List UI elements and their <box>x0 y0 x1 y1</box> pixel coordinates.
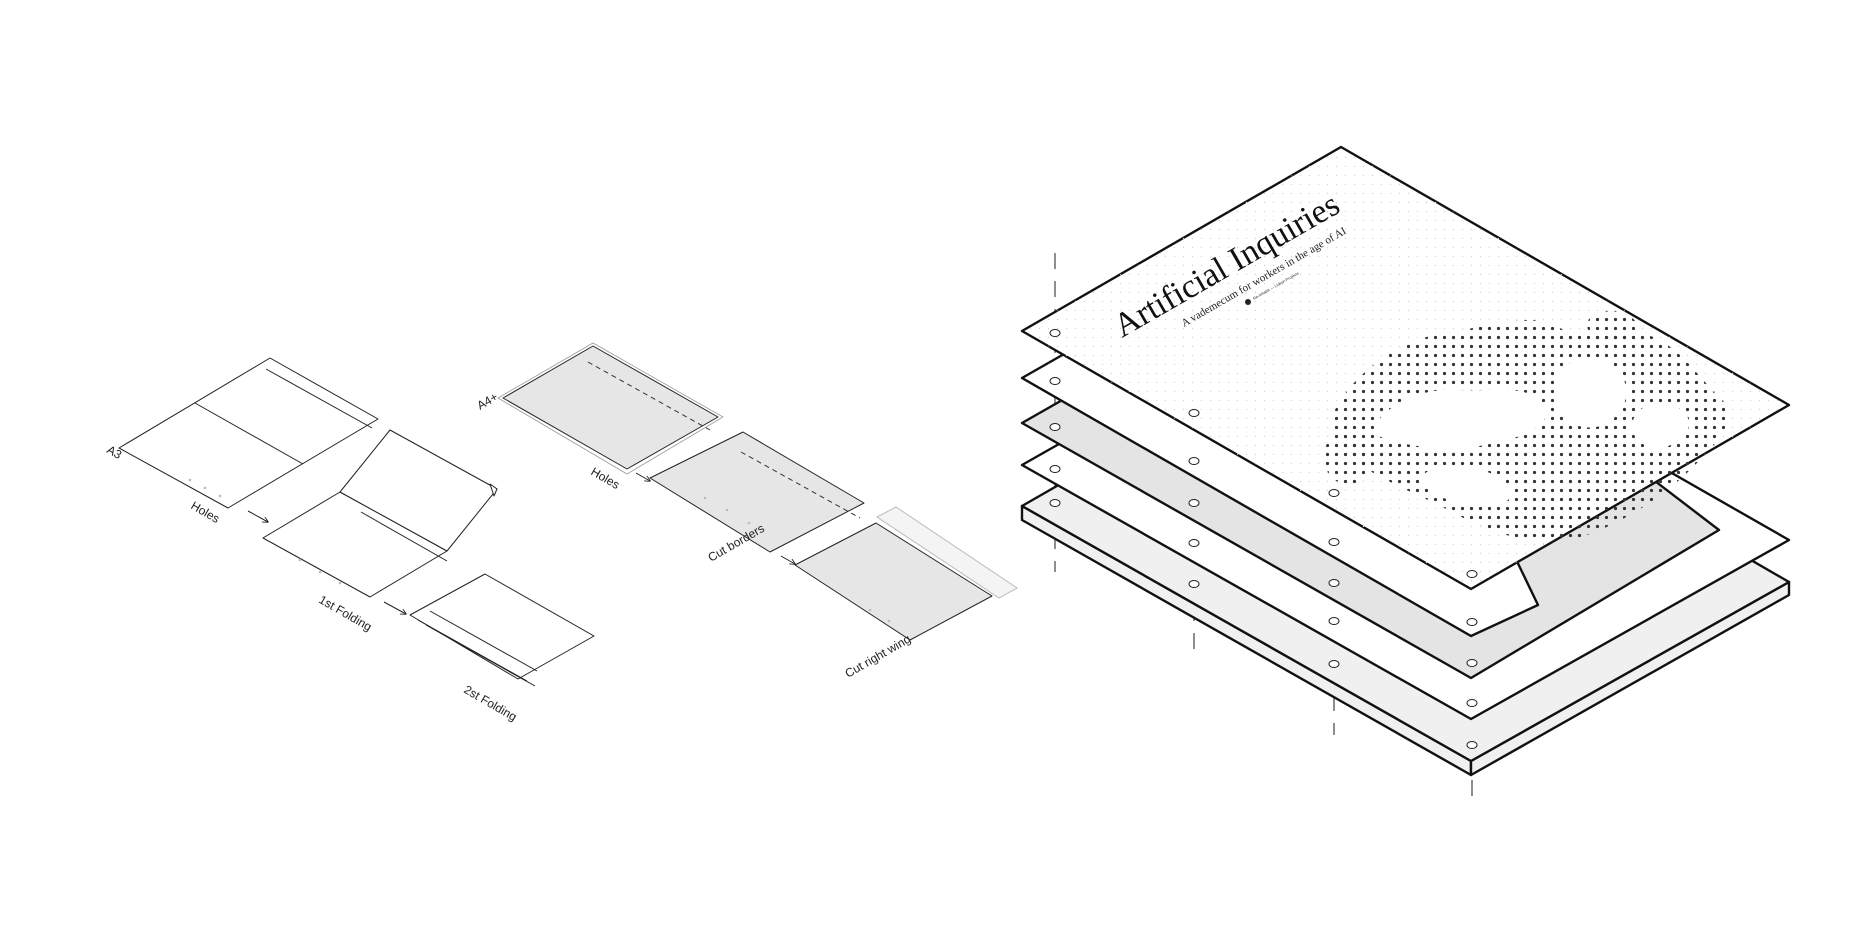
book-stack: Artificial Inquiries A vademecum for wor… <box>1020 145 1791 808</box>
a4-sheet <box>497 342 724 475</box>
a3-second-fold <box>409 573 595 687</box>
a3-arrow-2 <box>383 601 406 614</box>
a3-holes-label: Holes <box>189 498 223 525</box>
a4-cut-wing-label: Cut right wing <box>843 632 914 681</box>
a4-size-label: A4+ <box>475 390 501 413</box>
a4-arrow-2 <box>780 555 795 564</box>
cover-sheet: Artificial Inquiries A vademecum for wor… <box>1020 145 1791 591</box>
cover-halftone-cutouts <box>1374 358 1690 507</box>
a3-arrow-1 <box>247 510 268 522</box>
a4-arrow-1 <box>635 472 650 481</box>
a3-first-fold <box>262 429 498 598</box>
publisher-logo <box>1245 299 1251 305</box>
a4-cut-sheet <box>794 506 1018 641</box>
a3-size-label: A3 <box>105 442 125 462</box>
binding-holes <box>1049 329 1478 749</box>
a4-holes-sheet <box>649 431 865 553</box>
a3-sheet <box>118 357 379 509</box>
a3-sequence: A3 Holes 1st Folding 2st Folding <box>105 357 595 724</box>
a3-second-fold-label: 2st Folding <box>462 682 520 723</box>
a3-first-fold-label: 1st Folding <box>317 592 375 633</box>
